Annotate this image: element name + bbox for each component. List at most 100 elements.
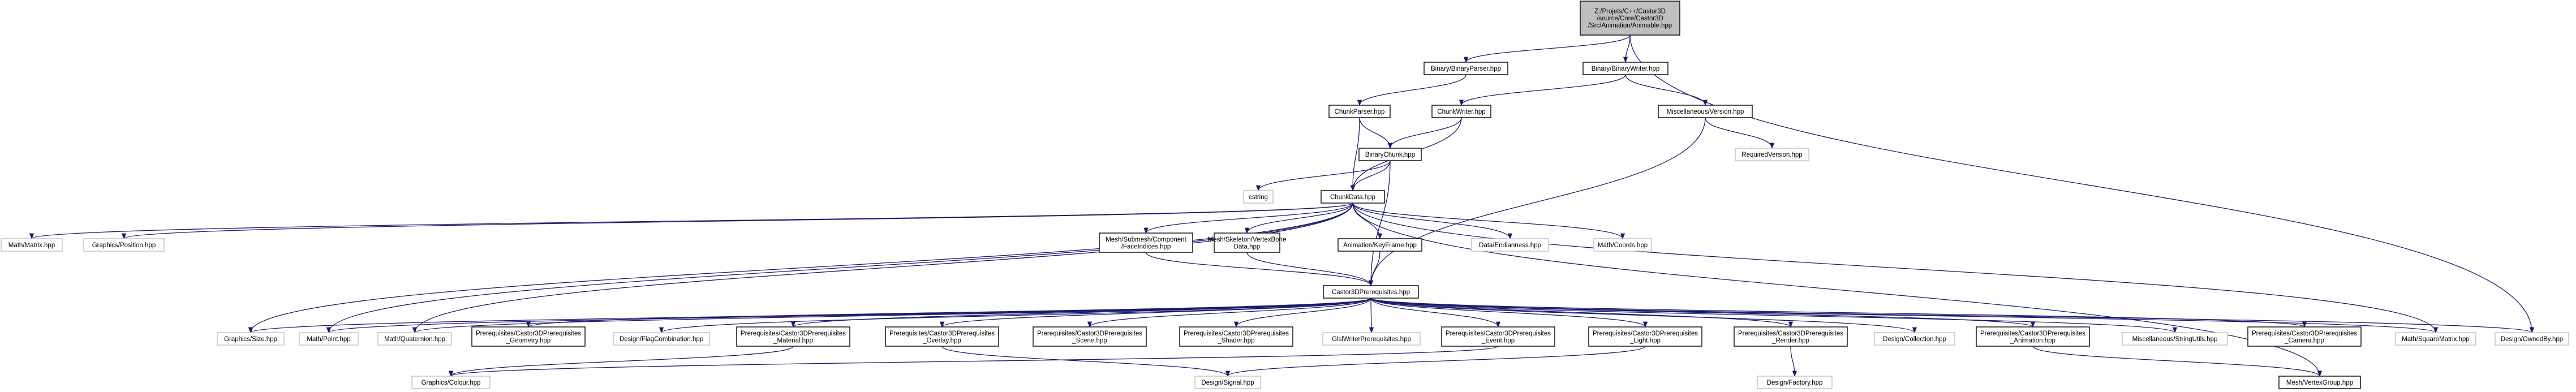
- node-cwriter[interactable]: ChunkWriter.hpp: [1431, 105, 1491, 118]
- node-cstring[interactable]: cstring: [1243, 190, 1274, 204]
- node-cdata[interactable]: ChunkData.hpp: [1321, 190, 1385, 204]
- edge-prereq-to-pgeom: [526, 298, 1371, 328]
- node-label: Binary/BinaryWriter.hpp: [1592, 66, 1660, 72]
- node-keyframe[interactable]: Animation/KeyFrame.hpp: [1338, 238, 1422, 252]
- node-position[interactable]: Graphics/Position.hpp: [83, 238, 165, 252]
- node-label: _Render.hpp: [1771, 337, 1809, 344]
- edge-cwriter-to-bchunk: [1387, 117, 1462, 149]
- node-box: [2495, 332, 2569, 346]
- node-label: Design/Factory.hpp: [1767, 380, 1823, 386]
- node-label: Prerequisites/Castor3DPrerequisites: [741, 330, 846, 337]
- node-box: [1424, 62, 1508, 75]
- node-version[interactable]: Miscellaneous/Version.hpp: [1658, 105, 1753, 118]
- node-label: _Camera.hpp: [2284, 337, 2324, 344]
- edge-vbone-to-prereq: [1246, 252, 1374, 287]
- node-bwriter[interactable]: Binary/BinaryWriter.hpp: [1582, 62, 1668, 75]
- node-glsl[interactable]: GlslWriterPrerequisites.hpp: [1322, 332, 1421, 346]
- node-box: [217, 332, 285, 346]
- edge-prereq-to-pscene: [1087, 298, 1371, 328]
- node-collection[interactable]: Design/Collection.hpp: [1874, 332, 1955, 346]
- node-pgeom[interactable]: Prerequisites/Castor3DPrerequisites_Geom…: [471, 326, 586, 347]
- node-box: [1441, 326, 1555, 347]
- edge-version-to-reqver: [1705, 117, 1775, 149]
- node-box: [2278, 376, 2361, 389]
- node-pshader[interactable]: Prerequisites/Castor3DPrerequisites_Shad…: [1179, 326, 1293, 347]
- node-cparser[interactable]: ChunkParser.hpp: [1328, 105, 1391, 118]
- node-bparser[interactable]: Binary/BinaryParser.hpp: [1424, 62, 1508, 75]
- edge-cdata-to-faceind: [1143, 203, 1353, 234]
- node-matrix[interactable]: Math/Matrix.hpp: [1, 238, 63, 252]
- node-label: Design/OwnedBy.hpp: [2501, 336, 2563, 343]
- node-plight[interactable]: Prerequisites/Castor3DPrerequisites_Ligh…: [1588, 326, 1702, 347]
- edge-faceind-to-prereq: [1145, 252, 1374, 287]
- node-signal[interactable]: Design/Signal.hpp: [1194, 376, 1261, 389]
- node-label: Mesh/Skeleton/VertexBone: [1208, 236, 1287, 243]
- node-box: [1734, 326, 1848, 347]
- node-box: [1976, 326, 2090, 347]
- node-box: [1874, 332, 1955, 346]
- node-box: [1243, 190, 1274, 204]
- edge-bchunk-to-cdata: [1350, 160, 1391, 192]
- edge-bwriter-to-cwriter: [1459, 74, 1626, 106]
- node-label: RequiredVersion.hpp: [1741, 152, 1802, 158]
- node-panim[interactable]: Prerequisites/Castor3DPrerequisites_Anim…: [1976, 326, 2090, 347]
- node-label: Math/Point.hpp: [307, 336, 350, 343]
- node-label: Castor3DPrerequisites.hpp: [1332, 289, 1410, 296]
- node-pmat[interactable]: Prerequisites/Castor3DPrerequisites_Mate…: [736, 326, 850, 347]
- node-label: Prerequisites/Castor3DPrerequisites: [1980, 330, 2085, 337]
- node-pcamera[interactable]: Prerequisites/Castor3DPrerequisites_Came…: [2247, 326, 2362, 347]
- node-label: Data/Endianness.hpp: [1479, 242, 1541, 249]
- node-size[interactable]: Graphics/Size.hpp: [217, 332, 285, 346]
- node-box: [1214, 232, 1280, 253]
- node-box: [377, 332, 452, 346]
- node-flag[interactable]: Design/FlagCombination.hpp: [613, 332, 710, 346]
- node-box: [613, 332, 710, 346]
- node-vgroup[interactable]: Mesh/VertexGroup.hpp: [2278, 376, 2361, 389]
- node-box: [471, 326, 586, 347]
- node-strutils[interactable]: Miscellaneous/StringUtils.hpp: [2122, 332, 2228, 346]
- node-colour[interactable]: Graphics/Colour.hpp: [411, 376, 491, 389]
- node-pevent[interactable]: Prerequisites/Castor3DPrerequisites_Even…: [1441, 326, 1555, 347]
- node-label: cstring: [1249, 194, 1268, 201]
- edge-prereq-to-owned: [1370, 298, 2534, 334]
- node-root[interactable]: Z:/Projets/C++/Castor3D/source/Core/Cast…: [1580, 1, 1680, 36]
- node-label: Graphics/Colour.hpp: [422, 380, 481, 386]
- node-label: Math/Matrix.hpp: [8, 242, 55, 249]
- node-pscene[interactable]: Prerequisites/Castor3DPrerequisites_Scen…: [1033, 326, 1147, 347]
- node-povl[interactable]: Prerequisites/Castor3DPrerequisites_Over…: [885, 326, 999, 347]
- node-label: _Shader.hpp: [1217, 337, 1254, 344]
- node-owned[interactable]: Design/OwnedBy.hpp: [2495, 332, 2569, 346]
- node-label: _Animation.hpp: [2010, 337, 2055, 344]
- node-label: Mesh/VertexGroup.hpp: [2286, 380, 2353, 386]
- edge-bchunk-to-cstring: [1255, 160, 1391, 192]
- node-prereq[interactable]: Castor3DPrerequisites.hpp: [1323, 285, 1419, 299]
- node-label: Prerequisites/Castor3DPrerequisites: [476, 330, 581, 337]
- node-endian[interactable]: Data/Endianness.hpp: [1471, 238, 1549, 252]
- edge-prereq-to-pmat: [791, 298, 1371, 328]
- node-box: [411, 376, 491, 389]
- node-point[interactable]: Math/Point.hpp: [299, 332, 359, 346]
- node-factory[interactable]: Design/Factory.hpp: [1757, 376, 1833, 389]
- edge-panim-to-vgroup: [2032, 346, 2322, 377]
- node-label: Prerequisites/Castor3DPrerequisites: [1037, 330, 1142, 337]
- edge-prereq-to-collection: [1370, 298, 1917, 334]
- node-quat[interactable]: Math/Quaternion.hpp: [377, 332, 452, 346]
- edge-version-to-prereq: [1368, 117, 1706, 287]
- edge-prereq-to-pshader: [1233, 298, 1371, 328]
- edge-cparser-to-cdata: [1350, 117, 1360, 192]
- edge-cdata-to-coords: [1352, 203, 1625, 240]
- node-prender[interactable]: Prerequisites/Castor3DPrerequisites_Rend…: [1734, 326, 1848, 347]
- node-sqmat[interactable]: Math/SquareMatrix.hpp: [2395, 332, 2476, 346]
- node-faceind[interactable]: Mesh/Submesh/Component/FaceIndices.hpp: [1099, 232, 1193, 253]
- edge-bparser-to-cparser: [1357, 74, 1467, 106]
- node-label: Animation/KeyFrame.hpp: [1343, 242, 1417, 249]
- node-label: Math/SquareMatrix.hpp: [2402, 336, 2470, 343]
- dependency-edges: [29, 35, 2535, 377]
- node-coords[interactable]: Math/Coords.hpp: [1593, 238, 1652, 252]
- edge-bchunk-to-prereq: [1368, 160, 1391, 287]
- node-bchunk[interactable]: BinaryChunk.hpp: [1358, 148, 1422, 161]
- node-reqver[interactable]: RequiredVersion.hpp: [1735, 148, 1809, 161]
- node-label: Miscellaneous/Version.hpp: [1667, 109, 1744, 115]
- edge-plight-to-signal: [1225, 346, 1646, 377]
